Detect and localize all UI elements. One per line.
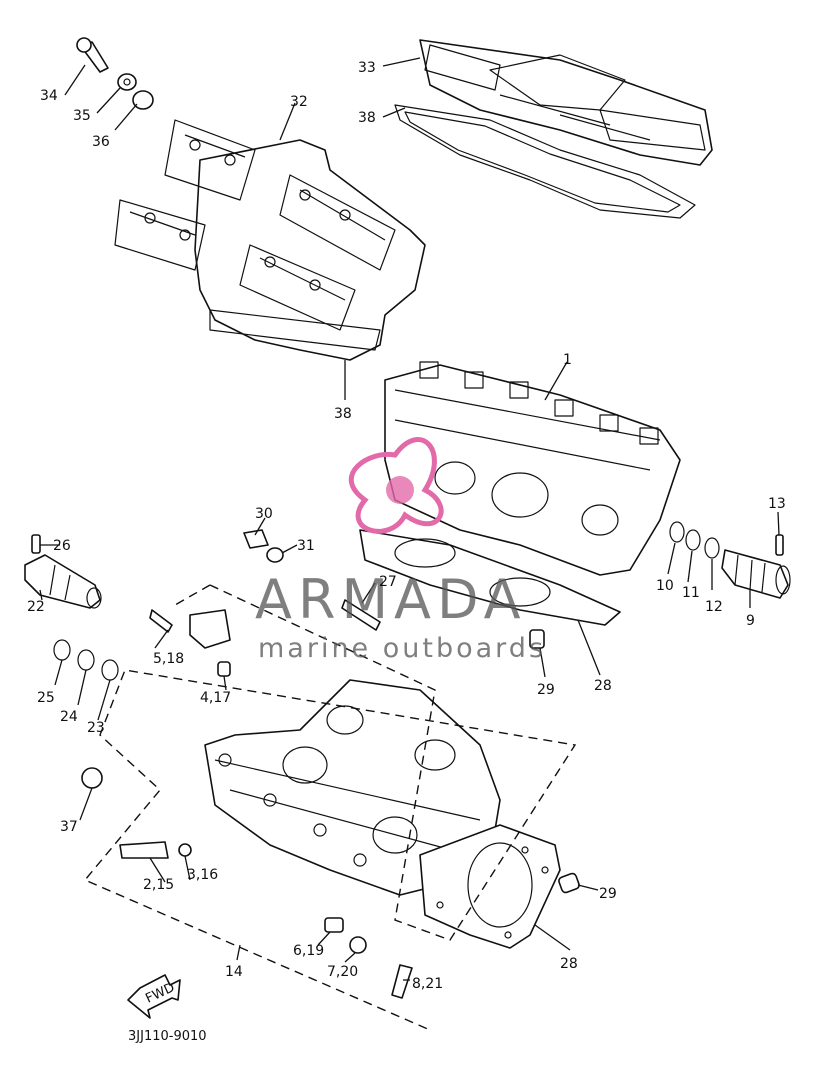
callout-7-20: 7,20 — [327, 964, 358, 980]
assembly-outline-14 — [83, 584, 577, 1031]
armada-watermark: ARMADA marine outboards — [255, 437, 546, 664]
callout-36: 36 — [92, 134, 110, 150]
callout-12: 12 — [705, 599, 723, 615]
callout-2-15: 2,15 — [143, 877, 174, 893]
callout-26: 26 — [53, 538, 71, 554]
callout-35: 35 — [73, 108, 91, 124]
cylinder-head-cover-33 — [419, 39, 713, 166]
callout-28-bottom: 28 — [560, 956, 578, 972]
watermark-brand: ARMADA — [255, 568, 527, 631]
callout-22: 22 — [27, 599, 45, 615]
callout-27: 27 — [379, 574, 397, 590]
callout-37: 37 — [60, 819, 78, 835]
callout-5-18: 5,18 — [153, 651, 184, 667]
callout-4-17: 4,17 — [200, 690, 231, 706]
callout-6-19: 6,19 — [293, 943, 324, 959]
callout-labels: 32 33 38 38 34 35 36 1 13 10 11 12 9 26 … — [27, 60, 786, 992]
callout-33: 33 — [358, 60, 376, 76]
callout-29-bottom: 29 — [599, 886, 617, 902]
callout-38-top: 38 — [358, 110, 376, 126]
callout-11: 11 — [682, 585, 700, 601]
fwd-arrow-icon: FWD — [127, 974, 181, 1019]
callout-34: 34 — [40, 88, 58, 104]
callout-10: 10 — [656, 578, 674, 594]
callout-8-21: 8,21 — [412, 976, 443, 992]
cylinder-head-cover-32 — [114, 119, 426, 361]
callout-28-top: 28 — [594, 678, 612, 694]
callout-30: 30 — [255, 506, 273, 522]
gasket-38-front — [394, 104, 696, 219]
callout-25: 25 — [37, 690, 55, 706]
callout-3-16: 3,16 — [187, 867, 218, 883]
camshaft-9 — [721, 549, 791, 599]
drawing-code: 3JJ110-9010 — [128, 1029, 207, 1044]
callout-13: 13 — [768, 496, 786, 512]
small-parts — [31, 37, 784, 999]
callout-24: 24 — [60, 709, 78, 725]
callout-38-bottom: 38 — [334, 406, 352, 422]
watermark-tagline: marine outboards — [258, 633, 546, 664]
leader-lines — [39, 57, 780, 981]
callout-29-top: 29 — [537, 682, 555, 698]
cylinder-head-gasket-28-rear — [419, 824, 561, 949]
callout-9: 9 — [746, 613, 755, 629]
callout-14: 14 — [225, 964, 243, 980]
callout-23: 23 — [87, 720, 105, 736]
propeller-logo-icon — [348, 437, 444, 534]
callout-32: 32 — [290, 94, 308, 110]
cylinder-head-gasket-28-front — [359, 529, 621, 626]
camshaft-22 — [24, 554, 102, 609]
callout-31: 31 — [297, 538, 315, 554]
callout-1: 1 — [563, 352, 572, 368]
